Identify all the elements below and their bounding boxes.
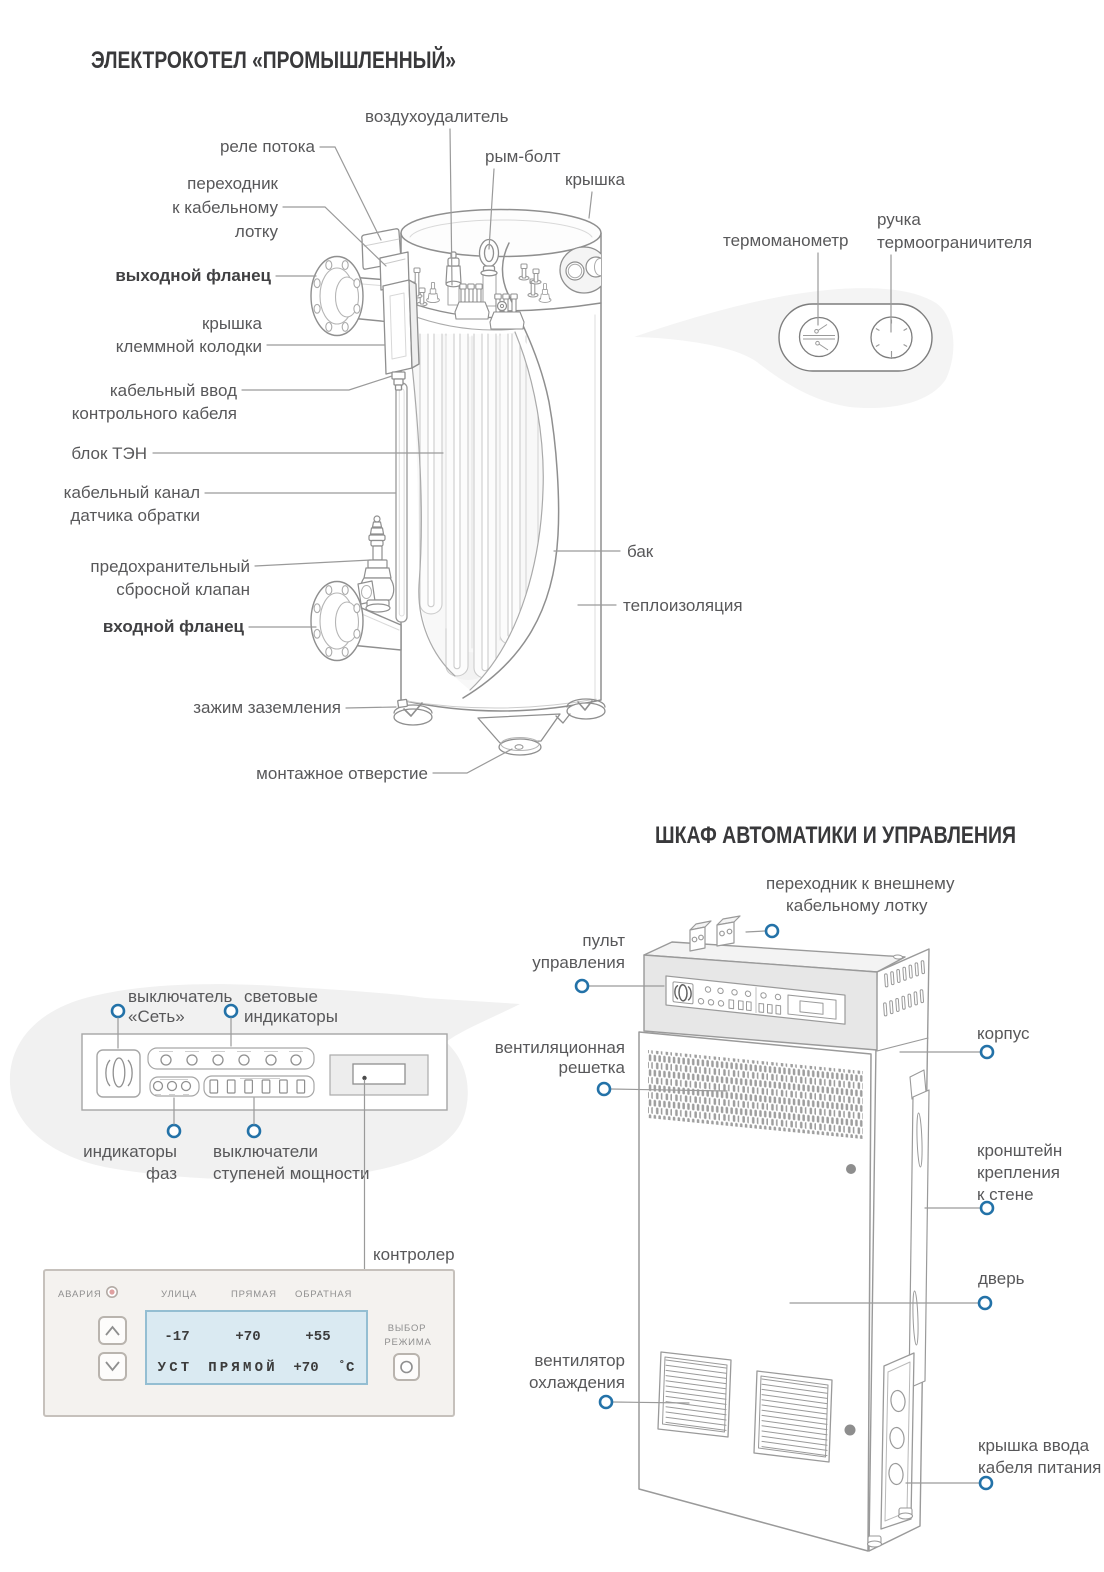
svg-text:ЭЛЕКТРОКОТЕЛ «ПРОМЫШЛЕННЫЙ»: ЭЛЕКТРОКОТЕЛ «ПРОМЫШЛЕННЫЙ» [91, 46, 456, 74]
svg-text:бак: бак [627, 542, 654, 561]
svg-text:термоограничителя: термоограничителя [877, 233, 1032, 252]
svg-text:зажим заземления: зажим заземления [193, 698, 341, 717]
svg-text:сбросной клапан: сбросной клапан [116, 580, 250, 599]
svg-text:монтажное отверстие: монтажное отверстие [256, 764, 428, 783]
svg-text:ПРЯМОЙ: ПРЯМОЙ [208, 1358, 278, 1376]
svg-text:термоманометр: термоманометр [723, 231, 848, 250]
svg-text:вентиляционная: вентиляционная [495, 1038, 625, 1057]
svg-text:переходник к внешнему: переходник к внешнему [766, 874, 955, 893]
svg-text:УЛИЦА: УЛИЦА [161, 1289, 197, 1300]
svg-text:+55: +55 [305, 1329, 330, 1345]
svg-text:крышка ввода: крышка ввода [978, 1436, 1090, 1455]
svg-text:кабельный канал: кабельный канал [64, 483, 200, 502]
svg-text:УСТ: УСТ [158, 1360, 193, 1376]
svg-text:предохранительный: предохранительный [90, 557, 250, 576]
svg-text:световые: световые [244, 987, 318, 1006]
svg-text:крышка: крышка [202, 314, 263, 333]
svg-text:выходной фланец: выходной фланец [115, 266, 271, 285]
svg-text:+70: +70 [235, 1329, 260, 1345]
svg-text:контрольного кабеля: контрольного кабеля [72, 404, 237, 423]
svg-text:ВЫБОР: ВЫБОР [388, 1323, 427, 1334]
svg-text:индикаторы: индикаторы [244, 1007, 338, 1026]
svg-text:лотку: лотку [235, 222, 279, 241]
svg-text:воздухоудалитель: воздухоудалитель [365, 107, 509, 126]
svg-text:корпус: корпус [977, 1024, 1030, 1043]
svg-text:ручка: ручка [877, 210, 921, 229]
svg-text:ОБРАТНАЯ: ОБРАТНАЯ [295, 1289, 352, 1300]
svg-text:выключатель: выключатель [128, 987, 233, 1006]
svg-text:блок ТЭН: блок ТЭН [71, 444, 147, 463]
svg-text:дверь: дверь [978, 1269, 1025, 1288]
svg-text:вентилятор: вентилятор [534, 1351, 625, 1370]
svg-text:клеммной колодки: клеммной колодки [116, 337, 262, 356]
svg-text:АВАРИЯ: АВАРИЯ [58, 1289, 102, 1300]
svg-text:«Сеть»: «Сеть» [128, 1007, 185, 1026]
svg-text:реле потока: реле потока [220, 137, 316, 156]
svg-text:ШКАФ АВТОМАТИКИ И УПРАВЛЕНИЯ: ШКАФ АВТОМАТИКИ И УПРАВЛЕНИЯ [655, 822, 1016, 849]
svg-text:к стене: к стене [977, 1185, 1034, 1204]
svg-text:+70: +70 [293, 1360, 318, 1376]
svg-text:контролер: контролер [373, 1245, 455, 1264]
svg-text:фаз: фаз [146, 1164, 177, 1183]
svg-text:охлаждения: охлаждения [529, 1373, 625, 1392]
svg-text:рым-болт: рым-болт [485, 147, 561, 166]
svg-text:крепления: крепления [977, 1163, 1060, 1182]
svg-text:входной фланец: входной фланец [103, 617, 245, 636]
svg-text:-17: -17 [164, 1329, 189, 1345]
svg-text:к кабельному: к кабельному [172, 198, 278, 217]
svg-text:датчика обратки: датчика обратки [70, 506, 200, 525]
svg-text:РЕЖИМА: РЕЖИМА [384, 1337, 431, 1348]
svg-text:кабельному лотку: кабельному лотку [786, 896, 928, 915]
svg-text:кабельный ввод: кабельный ввод [110, 381, 237, 400]
svg-text:пульт: пульт [582, 931, 625, 950]
svg-text:кронштейн: кронштейн [977, 1141, 1062, 1160]
svg-text:переходник: переходник [187, 174, 278, 193]
svg-text:ПРЯМАЯ: ПРЯМАЯ [231, 1289, 277, 1300]
svg-text:ступеней мощности: ступеней мощности [213, 1164, 369, 1183]
svg-text:˚С: ˚С [338, 1360, 355, 1376]
svg-text:кабеля питания: кабеля питания [978, 1458, 1101, 1477]
svg-text:теплоизоляция: теплоизоляция [623, 596, 743, 615]
svg-text:выключатели: выключатели [213, 1142, 318, 1161]
svg-text:управления: управления [532, 953, 625, 972]
svg-text:индикаторы: индикаторы [83, 1142, 177, 1161]
svg-text:крышка: крышка [565, 170, 626, 189]
svg-text:решетка: решетка [559, 1058, 626, 1077]
